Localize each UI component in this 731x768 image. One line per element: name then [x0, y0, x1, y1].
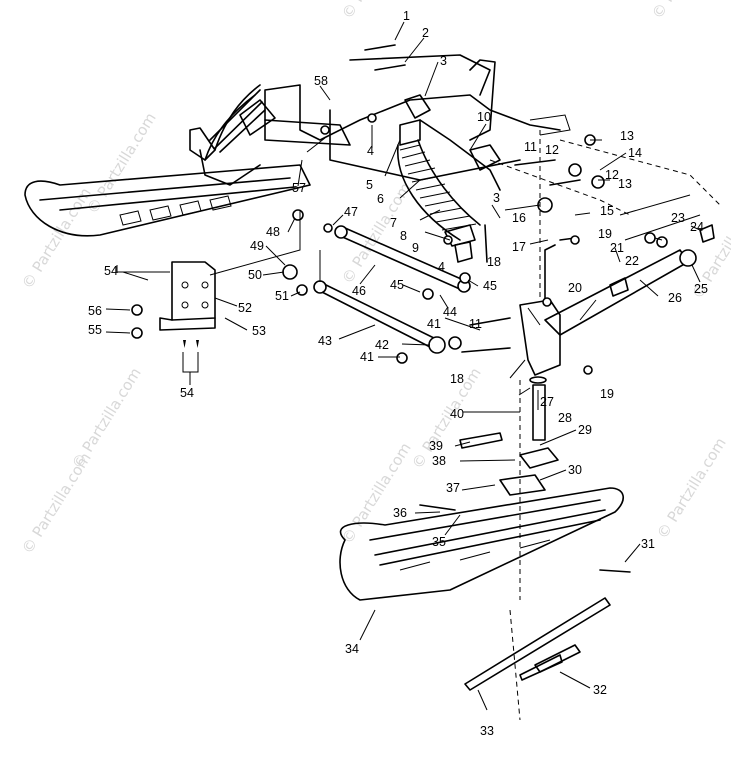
callout-label: 44: [443, 305, 457, 319]
callout-label: 32: [593, 683, 607, 697]
callout-label: 55: [88, 323, 102, 337]
callout-label: 20: [568, 281, 582, 295]
callout-label: 28: [558, 411, 572, 425]
callout-label: 43: [318, 334, 332, 348]
callout-label: 37: [446, 481, 460, 495]
callout-label: 54: [104, 264, 118, 278]
callout-label: 13: [618, 177, 632, 191]
callout-label: 12: [545, 143, 559, 157]
callout-label: 23: [671, 211, 685, 225]
callout-label: 39: [429, 439, 443, 453]
callout-label: 41: [360, 350, 374, 364]
callout-label: 17: [512, 240, 526, 254]
watermark: © Partzilla.com: [338, 439, 415, 547]
watermark: © Partzilla.com: [18, 184, 95, 292]
callout-label: 30: [568, 463, 582, 477]
callout-label: 29: [578, 423, 592, 437]
callout-label: 2: [422, 26, 429, 40]
callout-label: 54: [180, 386, 194, 400]
callout-label: 57: [292, 181, 306, 195]
spindle-assembly: [459, 244, 561, 496]
callout-label: 35: [432, 535, 446, 549]
callout-label: 4: [367, 144, 374, 158]
callout-label: 53: [252, 324, 266, 338]
leader-lines: [105, 21, 701, 711]
callout-label: 33: [480, 724, 494, 738]
rear-ski: [24, 164, 311, 237]
watermark: © Partzilla.com: [648, 0, 725, 22]
callout-label: 27: [540, 395, 554, 409]
callout-label: 15: [600, 204, 614, 218]
callout-label: 22: [625, 254, 639, 268]
callout-label: 51: [275, 289, 289, 303]
callout-label: 46: [352, 284, 366, 298]
callout-label: 8: [400, 229, 407, 243]
steering-arm: [544, 224, 715, 336]
callout-label: 45: [390, 278, 404, 292]
callout-label: 25: [694, 282, 708, 296]
callout-label: 3: [493, 191, 500, 205]
callout-label: 9: [412, 241, 419, 255]
callout-label: 31: [641, 537, 655, 551]
callout-label: 24: [690, 220, 704, 234]
watermark: © Partzilla.com: [68, 364, 145, 472]
callout-label: 48: [266, 225, 280, 239]
callout-label: 16: [512, 211, 526, 225]
callout-label: 3: [440, 54, 447, 68]
callout-label: 47: [344, 205, 358, 219]
callout-label: 11: [469, 317, 482, 331]
callout-label: 5: [366, 178, 373, 192]
callout-label: 7: [390, 216, 397, 230]
callout-label: 52: [238, 301, 252, 315]
callout-label: 40: [450, 407, 464, 421]
callout-label: 1: [403, 9, 410, 23]
watermark: © Partzilla.com: [408, 364, 485, 472]
callout-label: 41: [427, 317, 441, 331]
suspension-bars: [313, 225, 471, 354]
callout-label: 56: [88, 304, 102, 318]
callout-label: 49: [250, 239, 264, 253]
centre-lines: [150, 130, 541, 721]
callout-label: 6: [377, 192, 384, 206]
watermark: © Partzilla.com: [653, 434, 730, 542]
callout-label: 12: [605, 168, 619, 182]
callout-label: 14: [628, 146, 642, 160]
callout-label: 45: [483, 279, 497, 293]
callout-label: 26: [668, 291, 682, 305]
rear-shock-assembly: [189, 84, 276, 186]
callout-label: 34: [345, 642, 359, 656]
front-ski: [339, 487, 624, 601]
callout-label: 10: [477, 110, 491, 124]
callout-label: 18: [450, 372, 464, 386]
callout-label: 19: [600, 387, 614, 401]
callout-label: 36: [393, 506, 407, 520]
callout-label: 58: [314, 74, 328, 88]
callout-label: 4: [438, 260, 445, 274]
skid-runners: [464, 597, 611, 691]
callout-labels: 1 2 3 3 4 4 5 6 7 8 9 10 11 11 12 12 13 …: [88, 9, 708, 738]
callout-label: 21: [610, 241, 624, 255]
callout-label: 42: [375, 338, 389, 352]
callout-label: 13: [620, 129, 634, 143]
callout-label: 18: [487, 255, 501, 269]
callout-label: 38: [432, 454, 446, 468]
bracket-plate: [159, 261, 216, 331]
chassis-frame: [264, 54, 721, 241]
callout-label: 19: [598, 227, 612, 241]
callout-label: 50: [248, 268, 262, 282]
callout-label: 11: [524, 140, 537, 154]
